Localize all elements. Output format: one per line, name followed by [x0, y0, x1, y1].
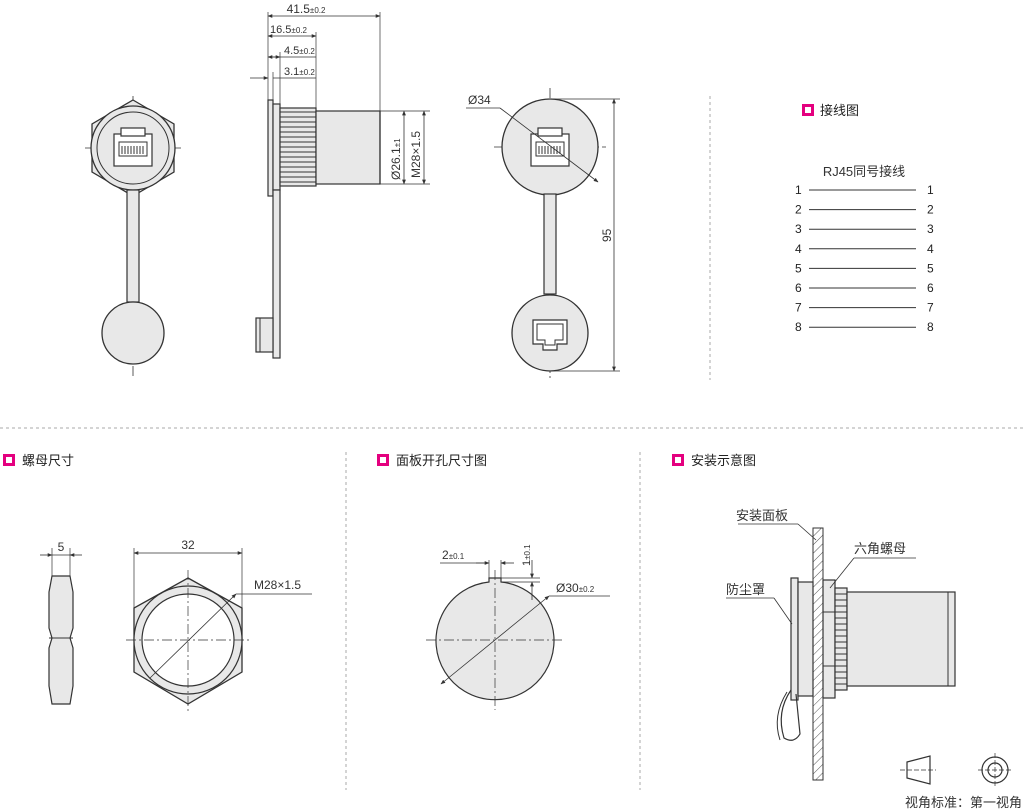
label-install-panel: 安装面板 [736, 508, 788, 523]
key-width: 2±0.1 [442, 548, 465, 562]
pin-right-label: 6 [927, 281, 934, 295]
pin-left-label: 3 [795, 222, 802, 236]
nut-thread: M28×1.5 [254, 578, 301, 592]
pin-left-label: 2 [795, 203, 802, 217]
pin-left-label: 4 [795, 242, 802, 256]
pin-right-label: 7 [927, 301, 934, 315]
front-view-with-nut [85, 96, 181, 376]
dim-diameter-26: Ø26.1±1 [389, 138, 403, 180]
pin-right-label: 3 [927, 222, 934, 236]
pin-left-label: 7 [795, 301, 802, 315]
projection-label: 视角标准：第一视角 [905, 795, 1022, 810]
pin-left-label: 6 [795, 281, 802, 295]
pin-right-label: 1 [927, 183, 934, 197]
pin-right-label: 8 [927, 320, 934, 334]
dim-thread: M28×1.5 [409, 131, 423, 178]
label-hex-nut: 六角螺母 [854, 541, 906, 556]
pin-right-label: 4 [927, 242, 934, 256]
pin-right-label: 5 [927, 261, 934, 275]
dim-4-5: 4.5±0.2 [284, 45, 315, 57]
dim-diameter-34: Ø34 [468, 93, 491, 107]
pin-right-label: 2 [927, 203, 934, 217]
cutout-diameter: Ø30±0.2 [556, 581, 595, 595]
label-dust-cap: 防尘罩 [726, 582, 765, 597]
section-title-cutout: 面板开孔尺寸图 [396, 454, 487, 469]
pin-left-label: 8 [795, 320, 802, 334]
key-depth: 1±0.1 [521, 544, 533, 566]
section-title-nut: 螺母尺寸 [22, 454, 74, 469]
side-view: 41.5±0.2 16.5±0.2 4.5±0.2 3.1±0.2 Ø26.1±… [250, 2, 430, 359]
nut-section: 螺母尺寸 5 32 M28×1.5 [3, 454, 312, 712]
dim-total-length: 41.5±0.2 [287, 2, 326, 16]
front-view-with-cap: Ø34 95 [466, 88, 620, 378]
pin-left-label: 1 [795, 183, 802, 197]
wiring-subtitle: RJ45同号接线 [823, 164, 905, 179]
dim-3-1: 3.1±0.2 [284, 66, 315, 78]
section-title-wiring: 接线图 [820, 103, 859, 119]
section-title-install: 安装示意图 [691, 453, 756, 469]
dim-16-5: 16.5±0.2 [270, 24, 307, 36]
cutout-section: 面板开孔尺寸图 2±0.1 1±0.1 Ø30±0.2 [377, 454, 610, 710]
nut-thickness: 5 [58, 540, 65, 554]
dim-height-95: 95 [600, 228, 614, 242]
pin-left-label: 5 [795, 261, 802, 275]
nut-width: 32 [181, 538, 195, 552]
projection-symbol: 视角标准：第一视角 [900, 753, 1022, 810]
install-section: 安装示意图 安装面板 六角螺母 [672, 453, 956, 781]
